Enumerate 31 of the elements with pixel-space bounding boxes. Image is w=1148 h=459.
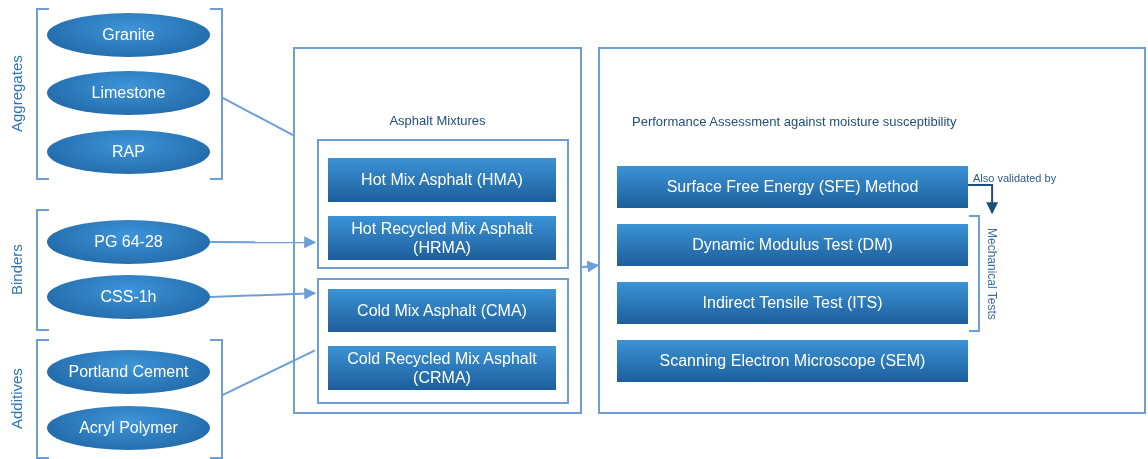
ellipse-node: RAP	[47, 130, 210, 174]
group-frame	[598, 47, 1146, 414]
process-box: Cold Recycled Mix Asphalt (CRMA)	[328, 346, 556, 390]
group-label: Additives	[8, 367, 25, 432]
ellipse-node: CSS-1h	[47, 275, 210, 319]
group-frame	[317, 278, 569, 404]
process-box: Dynamic Modulus Test (DM)	[617, 224, 968, 266]
edge-label: Also validated by	[972, 172, 1058, 184]
group-label: Aggregates	[8, 54, 25, 135]
ellipse-node: PG 64-28	[47, 220, 210, 264]
group-title: Asphalt Mixtures	[388, 113, 487, 128]
process-box: Scanning Electron Microscope (SEM)	[617, 340, 968, 382]
connector	[209, 236, 317, 249]
process-box: Hot Mix Asphalt (HMA)	[328, 158, 556, 202]
ellipse-node: Limestone	[47, 71, 210, 115]
connector	[220, 349, 316, 397]
ellipse-node: Acryl Polymer	[47, 406, 210, 450]
ellipse-node: Granite	[47, 13, 210, 57]
group-label: Binders	[8, 243, 25, 298]
connector	[209, 287, 317, 300]
group-frame	[317, 139, 569, 269]
ellipse-node: Portland Cement	[47, 350, 210, 394]
process-box: Cold Mix Asphalt (CMA)	[328, 289, 556, 332]
connector	[581, 260, 600, 273]
group-title: Performance Assessment against moisture susceptibility	[632, 114, 957, 129]
group-label: Mechanical Tests	[985, 226, 999, 322]
process-box: Hot Recycled Mix Asphalt (HRMA)	[328, 216, 556, 260]
process-box: Indirect Tensile Test (ITS)	[617, 282, 968, 324]
connector	[220, 96, 294, 137]
process-box: Surface Free Energy (SFE) Method	[617, 166, 968, 208]
group-frame	[293, 47, 582, 414]
